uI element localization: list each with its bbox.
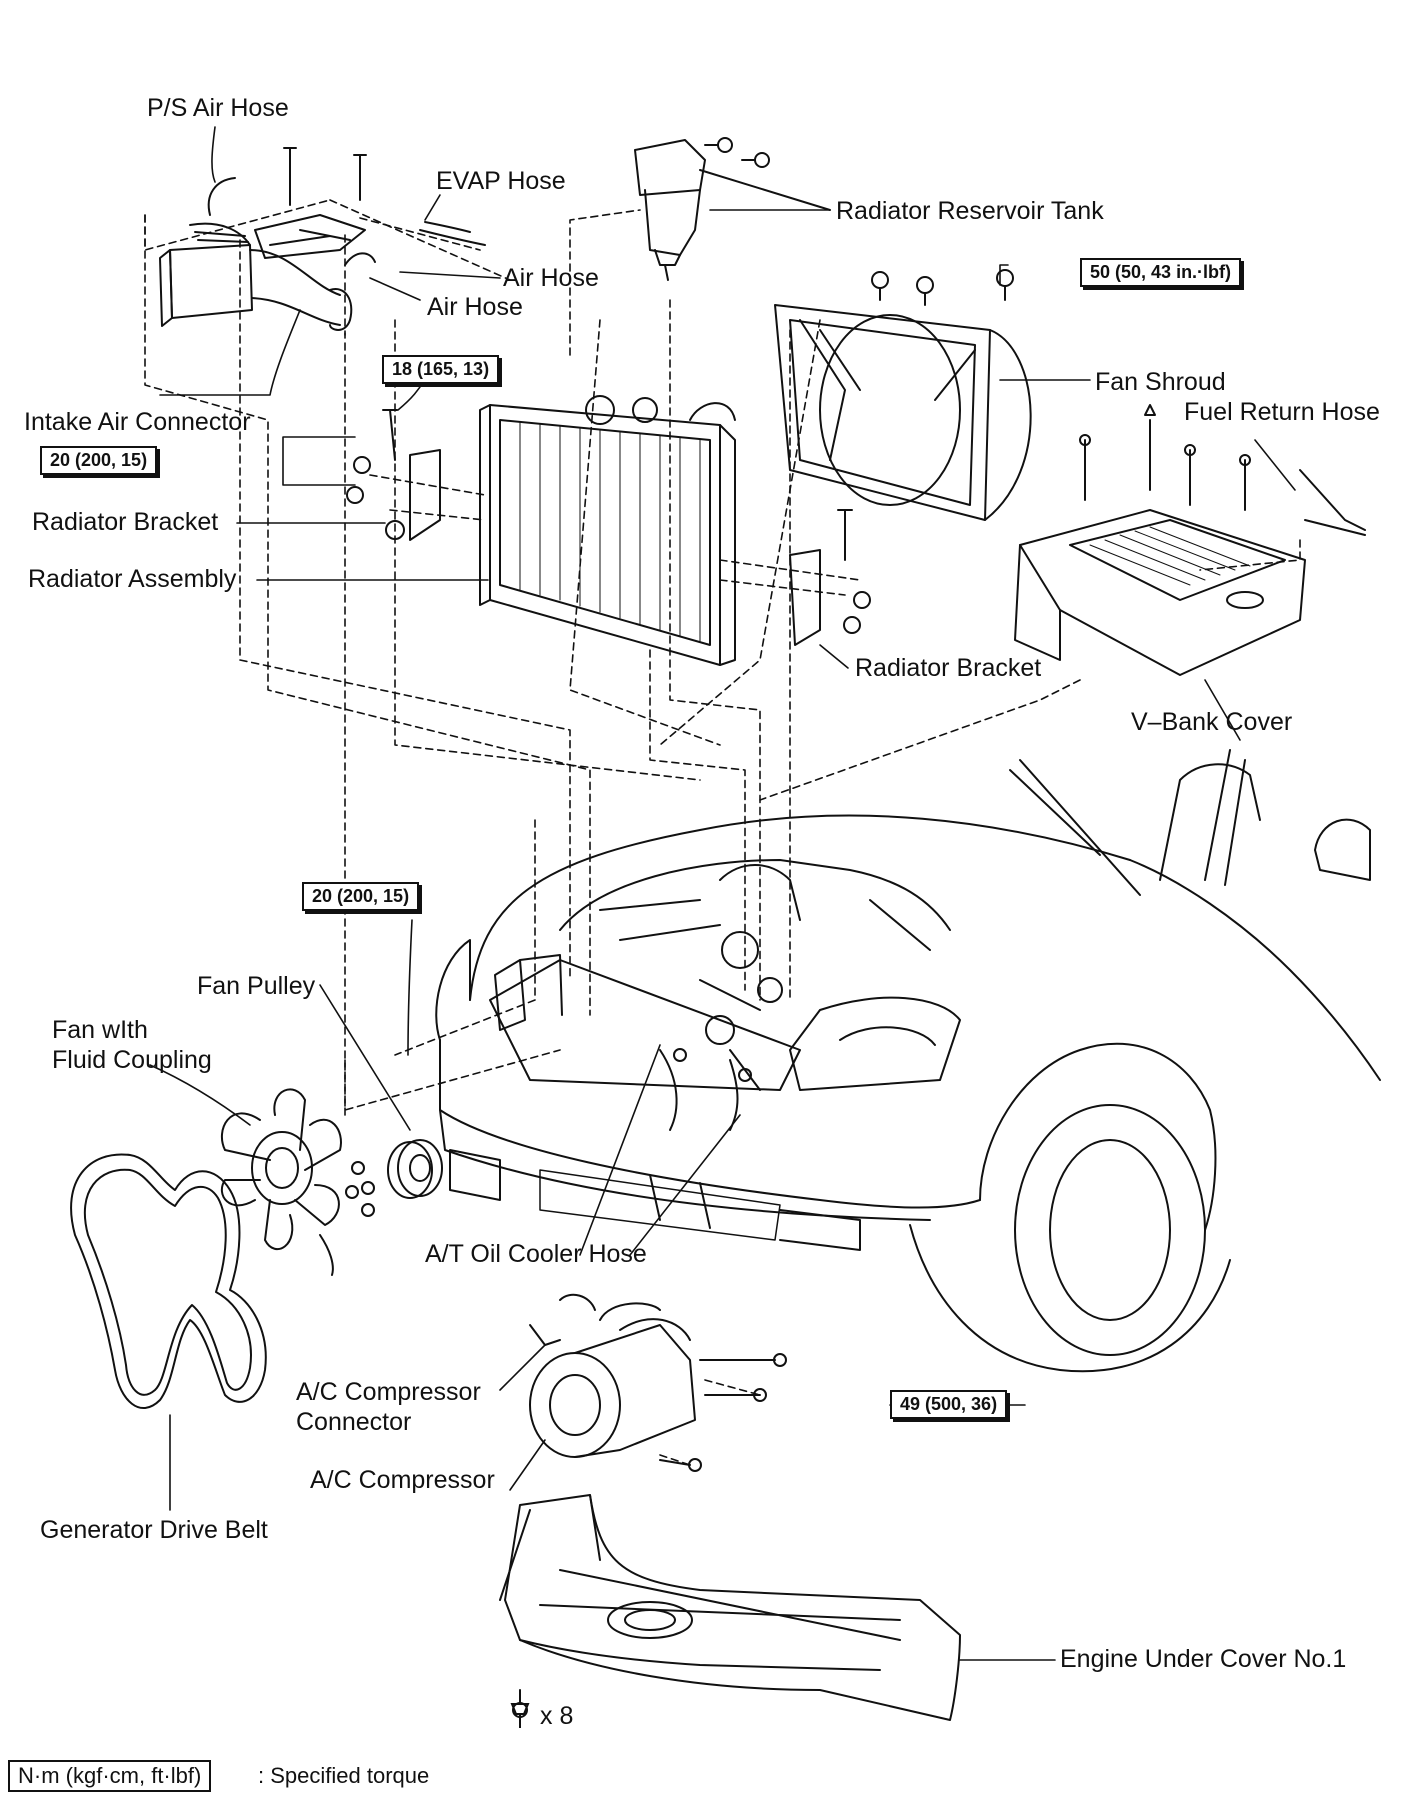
intake-air-connector-drawing xyxy=(159,177,376,331)
drive-belt-drawing xyxy=(70,1153,267,1410)
label-air-hose-1: Air Hose xyxy=(503,264,599,292)
torque-fan-pulley-nut: 20 (200, 15) xyxy=(302,882,420,911)
label-evap-hose: EVAP Hose xyxy=(436,167,566,195)
label-radiator-bracket-left: Radiator Bracket xyxy=(32,508,219,536)
vehicle-drawing xyxy=(435,749,1381,1373)
radiator-drawing xyxy=(479,395,736,666)
legend-unit-box: N·m (kgf·cm, ft·lbf) xyxy=(8,1760,212,1792)
torque-fan-shroud-bolt: 50 (50, 43 in.·lbf) xyxy=(1080,258,1242,287)
label-bolt-count: x 8 xyxy=(540,1702,574,1730)
label-v-bank-cover: V–Bank Cover xyxy=(1131,708,1293,736)
radiator-brackets xyxy=(346,409,871,646)
fan-drawing xyxy=(220,1088,342,1276)
ac-compressor-drawing xyxy=(529,1293,787,1472)
label-fan-with-fluid-coupling-1: Fan wIth xyxy=(52,1016,148,1044)
bolt-icon xyxy=(510,1703,530,1728)
label-fan-shroud: Fan Shroud xyxy=(1095,368,1226,396)
label-ps-air-hose: P/S Air Hose xyxy=(147,94,289,122)
label-fuel-return-hose: Fuel Return Hose xyxy=(1184,398,1380,426)
reservoir-tank-drawing xyxy=(634,137,831,281)
label-engine-under-cover: Engine Under Cover No.1 xyxy=(1060,1645,1347,1673)
label-radiator-reservoir-tank: Radiator Reservoir Tank xyxy=(836,197,1104,225)
label-ac-compressor-connector-2: Connector xyxy=(296,1408,412,1436)
label-radiator-assembly: Radiator Assembly xyxy=(28,565,237,593)
v-bank-cover-drawing xyxy=(1014,404,1366,676)
top-bolts xyxy=(283,147,486,246)
fan-pulley-drawing xyxy=(345,1139,443,1217)
fan-shroud-drawing xyxy=(774,269,1032,521)
label-generator-drive-belt: Generator Drive Belt xyxy=(40,1516,268,1544)
label-fan-with-fluid-coupling-2: Fluid Coupling xyxy=(52,1046,212,1074)
label-ac-compressor: A/C Compressor xyxy=(310,1466,495,1494)
torque-compressor-bolt: 49 (500, 36) xyxy=(890,1390,1008,1419)
legend-description: : Specified torque xyxy=(258,1763,430,1788)
label-air-hose-2: Air Hose xyxy=(427,293,523,321)
torque-radiator-bracket-nut: 20 (200, 15) xyxy=(40,446,158,475)
under-cover-drawing xyxy=(499,1494,961,1721)
label-ac-compressor-connector-1: A/C Compressor xyxy=(296,1378,481,1406)
label-fan-pulley: Fan Pulley xyxy=(197,972,316,1000)
label-at-oil-cooler-hose: A/T Oil Cooler Hose xyxy=(425,1240,647,1268)
torque-radiator-bracket-bolt: 18 (165, 13) xyxy=(382,355,500,384)
label-intake-air-connector: Intake Air Connector xyxy=(24,408,251,436)
label-radiator-bracket-right: Radiator Bracket xyxy=(855,654,1042,682)
